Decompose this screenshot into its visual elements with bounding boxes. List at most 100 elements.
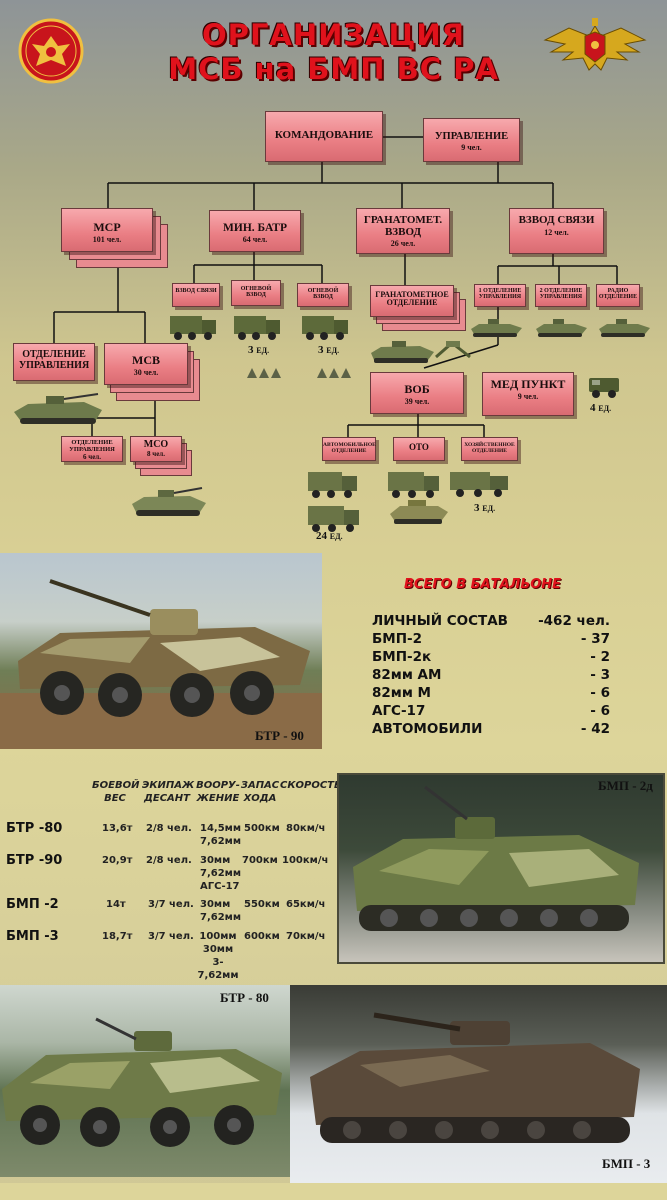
summary-row: АВТОМОБИЛИ- 42 [372, 721, 610, 737]
bmp3-photo [290, 985, 667, 1183]
table-cell: 80км/ч [286, 823, 326, 834]
mortar-icon [317, 368, 351, 378]
household-squad-box: ХОЗЯЙСТВЕННОЕ ОТДЕЛЕНИЕ [461, 437, 518, 461]
bmp2d-photo [337, 773, 665, 964]
bmp-icon [471, 319, 522, 337]
table-cell: 550км [244, 899, 280, 910]
msr-box: МСР 101 чел. [61, 208, 153, 252]
repair-vehicle-icon [390, 500, 448, 524]
uaz-ambulance-icon [589, 378, 619, 398]
eagle-emblem-right [543, 18, 647, 71]
count-med: 4 ЕД. [590, 402, 612, 414]
table-header: СКОРОСТЬ [280, 780, 342, 791]
summary-row: 82мм АМ- 3 [372, 667, 610, 683]
btr80-caption: БТР - 80 [220, 990, 269, 1005]
truck-icon [234, 316, 280, 340]
table-row-name: БТР -90 [6, 853, 63, 868]
count-household: 3 ЕД. [474, 502, 496, 514]
btr90-vehicle-drawing [0, 579, 322, 749]
table-cell: 600км [244, 931, 280, 942]
command-box: КОМАНДОВАНИЕ [265, 111, 383, 162]
control-squad-box: ОТДЕЛЕНИЕ УПРАВЛЕНИЯ [13, 343, 95, 381]
signal-platoon-box: ВЗВОД СВЯЗИ 12 чел. [509, 208, 604, 254]
table-cell: 14т [106, 899, 126, 910]
table-cell: 65км/ч [286, 899, 326, 910]
table-cell: 500км [244, 823, 280, 834]
bmp3-vehicle-drawing [310, 1012, 640, 1143]
truck-icon [308, 472, 357, 498]
truck-icon [388, 472, 439, 498]
bmp2d-vehicle-drawing [353, 785, 639, 931]
summary-row: БМП-2к- 2 [372, 649, 610, 665]
radio-squad-box: РАДИО ОТДЕЛЕНИЕ [596, 284, 640, 307]
bmp3-caption: БМП - 3 [602, 1156, 651, 1171]
table-cell: 700км [242, 855, 278, 866]
btr90-photo [0, 553, 322, 749]
med-point-box: МЕД ПУНКТ 9 чел. [482, 372, 574, 416]
mortar-signal-platoon-box: ВЗВОД СВЯЗИ [172, 283, 220, 307]
signal-squad-1-box: 1 ОТДЕЛЕНИЕ УПРАВЛЕНИЯ [474, 284, 526, 307]
bmp-icon [599, 319, 650, 337]
table-cell: 100км/ч [282, 855, 329, 866]
table-cell: 70км/ч [286, 931, 326, 942]
org-chart-connectors [53, 136, 618, 437]
auto-squad-box: АВТОМОБИЛЬНОЕ ОТДЕЛЕНИЕ [322, 437, 376, 461]
mortar-icon [247, 368, 281, 378]
table-row-name: БМП -2 [6, 897, 59, 912]
count-mortar-1: 3 ЕД. [248, 344, 270, 356]
btr80-photo [0, 985, 290, 1177]
table-row-name: БТР -80 [6, 821, 63, 836]
mso-box: МСО 8 чел. [130, 436, 182, 462]
army-emblem-left [18, 18, 84, 84]
oto-box: ОТО [393, 437, 445, 461]
signal-squad-2-box: 2 ОТДЕЛЕНИЕ УПРАВЛЕНИЯ [535, 284, 587, 307]
grenade-platoon-box: ГРАНАТОМЕТ. ВЗВОД 26 чел. [356, 208, 450, 254]
count-auto: 24 ЕД. [316, 530, 343, 542]
grenade-squad-box: ГРАНАТОМЕТНОЕ ОТДЕЛЕНИЕ [370, 285, 454, 317]
summary-row: АГС-17- 6 [372, 703, 610, 719]
table-cell: 3/7 чел. [148, 899, 194, 910]
truck-icon [450, 472, 508, 497]
agl-icon [435, 341, 471, 359]
msv-box: МСВ 30 чел. [104, 343, 188, 385]
table-cell: 3/7 чел. [148, 931, 194, 942]
bmp-icon [132, 487, 206, 516]
bmp-icon [536, 319, 587, 337]
truck-icon [302, 316, 348, 340]
fire-platoon-2-box: ОГНЕВОЙ ВЗВОД [297, 283, 349, 307]
bottom-strip [0, 1183, 667, 1200]
bmp-icon [14, 393, 102, 424]
fire-platoon-1-box: ОГНЕВОЙ ВЗВОД [231, 280, 281, 306]
table-cell: 2/8 чел. [146, 823, 192, 834]
hq-box: УПРАВЛЕНИЕ 9 чел. [423, 118, 520, 162]
mortar-battery-box: МИН. БАТР 64 чел. [209, 210, 301, 252]
btr90-caption: БТР - 90 [255, 728, 304, 743]
title-line-2: МСБ на БМП ВС РА [168, 52, 499, 86]
title-line-1: ОРГАНИЗАЦИЯ [202, 18, 465, 52]
bmp-icon [371, 341, 434, 363]
table-header: ВООРУ-ЖЕНИЕ [196, 780, 240, 804]
bmp2d-caption: БМП - 2д [598, 778, 653, 793]
table-row-name: БМП -3 [6, 929, 59, 944]
summary-row: БМП-2- 37 [372, 631, 610, 647]
summary-row: 82мм М- 6 [372, 685, 610, 701]
msv-control-squad-box: ОТДЕЛЕНИЕ УПРАВЛЕНИЯ 6 чел. [61, 436, 123, 462]
table-cell: 18,7т [102, 931, 133, 942]
summary-title: ВСЕГО В БАТАЛЬОНЕ [404, 577, 562, 592]
table-cell: 2/8 чел. [146, 855, 192, 866]
truck-icon [308, 506, 359, 532]
table-cell: 20,9т [102, 855, 133, 866]
table-cell: 13,6т [102, 823, 133, 834]
btr80-vehicle-drawing [2, 1017, 282, 1147]
count-mortar-2: 3 ЕД. [318, 344, 340, 356]
vob-box: ВОБ 39 чел. [370, 372, 464, 414]
summary-row: ЛИЧНЫЙ СОСТАВ-462 чел. [372, 613, 610, 629]
